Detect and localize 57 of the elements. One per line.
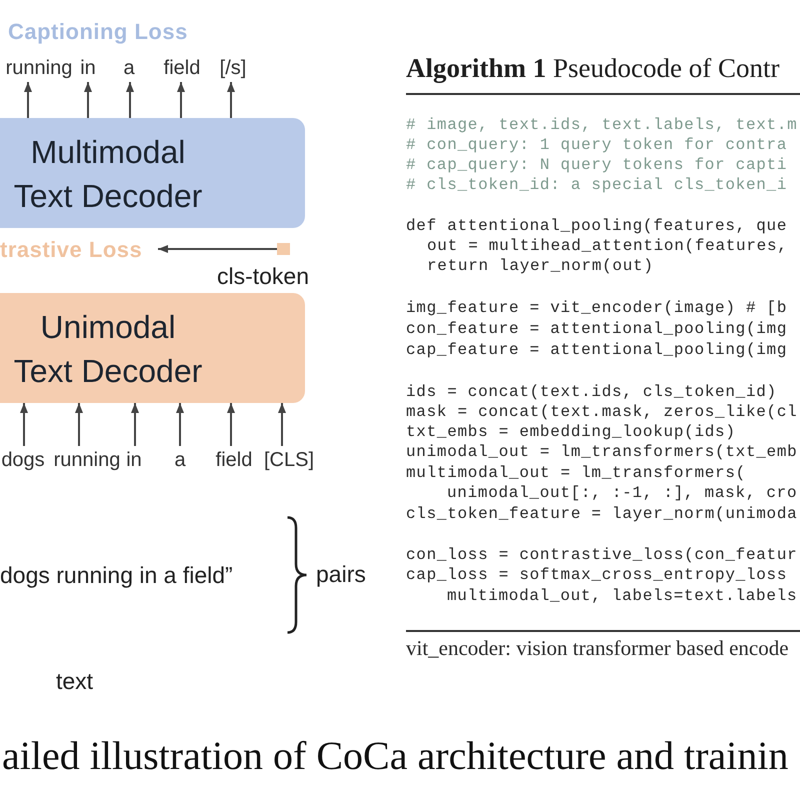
- decoder-panel: [0, 293, 305, 403]
- decoder-title: Multimodal Text Decoder: [12, 133, 204, 216]
- input-token: dogs: [0, 446, 46, 474]
- algorithm-heading: Algorithm 1 Pseudocode of Contr: [406, 52, 780, 84]
- input-token: [CLS]: [262, 446, 316, 474]
- code-line: multimodal_out = lm_transformers(: [406, 463, 746, 483]
- code-line: unimodal_out[:, :-1, :], mask, cro: [447, 483, 798, 503]
- input-token: field: [212, 446, 256, 474]
- footnote: vit_encoder: vision transformer based encode: [406, 635, 789, 661]
- code-line: img_feature = vit_encoder(image) # [b: [406, 298, 788, 318]
- arrow: [131, 403, 139, 446]
- code-line: cls_token_feature = layer_norm(unimoda: [406, 504, 798, 524]
- loss-label: trastive Loss: [0, 236, 158, 264]
- code-comment: # con_query: 1 query token for contra: [406, 135, 788, 155]
- code-line: mask = concat(text.mask, zeros_like(cl: [406, 402, 798, 422]
- brace-label: pairs: [316, 560, 366, 589]
- code-line: out = multihead_attention(features,: [427, 236, 788, 256]
- arrow: [176, 403, 184, 446]
- modality-label: text: [56, 667, 94, 696]
- token-square: [277, 243, 290, 255]
- arrow: [20, 403, 28, 446]
- code-line: ids = concat(text.ids, cls_token_id): [406, 382, 777, 402]
- code-line: multimodal_out, labels=text.labels: [447, 586, 798, 606]
- code-line: cap_loss = softmax_cross_entropy_loss: [406, 565, 788, 585]
- arrow: [158, 245, 277, 253]
- code-line: con_feature = attentional_pooling(img: [406, 319, 788, 339]
- code-line: con_loss = contrastive_loss(con_featur: [406, 545, 798, 565]
- decoder-title: Unimodal Text Decoder: [12, 308, 204, 391]
- code-line: txt_embs = embedding_lookup(ids): [406, 422, 736, 442]
- input-token: in: [123, 446, 145, 474]
- code-line: unimodal_out = lm_transformers(txt_emb: [406, 442, 798, 462]
- code-comment: # image, text.ids, text.labels, text.m: [406, 115, 798, 135]
- loss-heading: Captioning Loss: [8, 18, 188, 46]
- decoder-panel: [0, 118, 305, 228]
- arrow: [227, 82, 235, 118]
- example-caption: dogs running in a field”: [0, 561, 233, 590]
- arrow: [177, 82, 185, 118]
- code-line: return layer_norm(out): [427, 256, 654, 276]
- arrow: [24, 82, 32, 118]
- output-token: [/s]: [214, 54, 252, 82]
- code-comment: # cls_token_id: a special cls_token_i: [406, 175, 788, 195]
- token-caption: cls-token: [216, 262, 310, 291]
- arrow: [227, 403, 235, 446]
- figure-caption: ailed illustration of CoCa architecture and trainin: [2, 733, 788, 779]
- output-token: running: [4, 54, 74, 82]
- output-token: a: [118, 54, 140, 82]
- input-token: a: [170, 446, 190, 474]
- output-token: field: [160, 54, 204, 82]
- code-line: cap_feature = attentional_pooling(img: [406, 340, 788, 360]
- output-token: in: [76, 54, 100, 82]
- code-comment: # cap_query: N query tokens for capti: [406, 155, 788, 175]
- arrow: [126, 82, 134, 118]
- arrow: [278, 403, 286, 446]
- code-line: def attentional_pooling(features, que: [406, 216, 788, 236]
- input-token: running: [52, 446, 122, 474]
- arrow: [84, 82, 92, 118]
- arrow: [75, 403, 83, 446]
